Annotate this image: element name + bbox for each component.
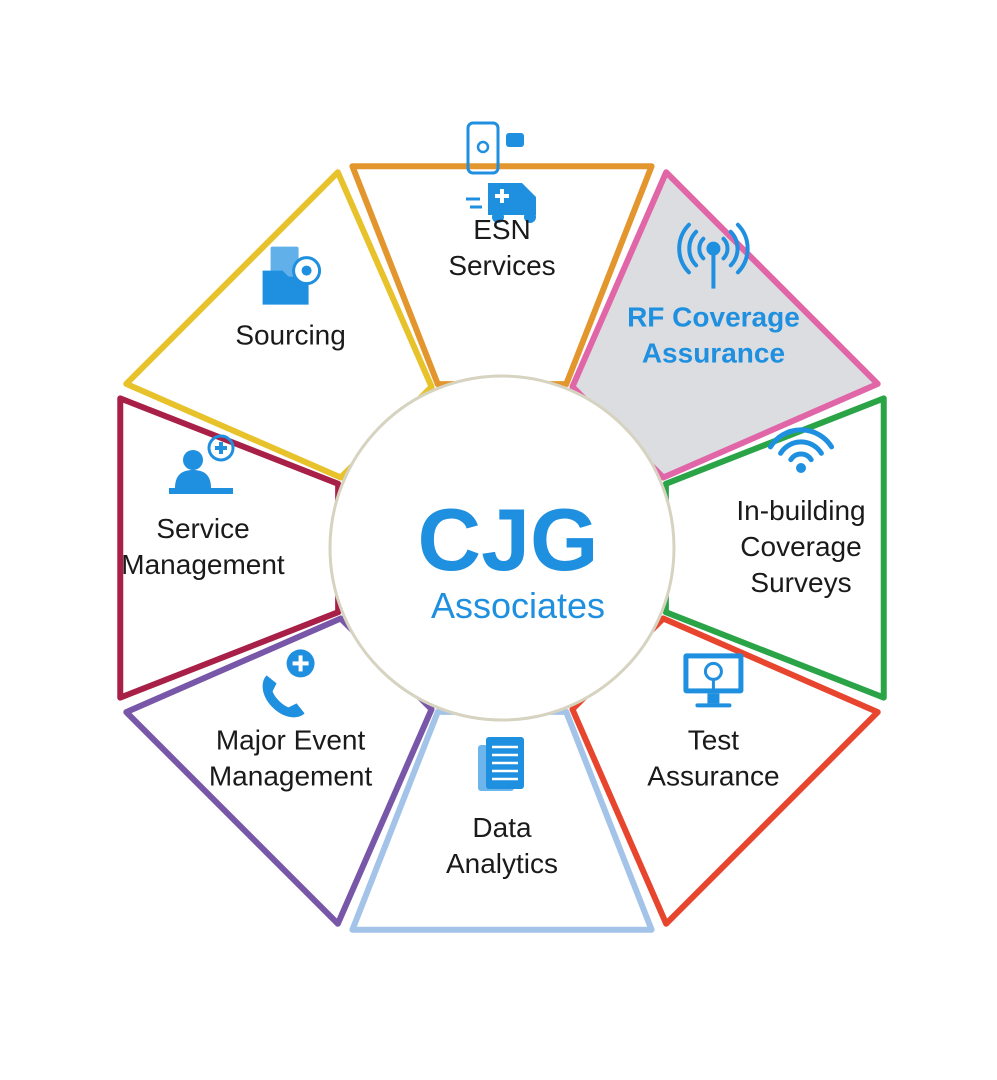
phone-plus-icon xyxy=(262,649,315,718)
icons-layer xyxy=(169,121,835,791)
segment-label-in-building-coverage-surveys-2: Surveys xyxy=(750,567,851,598)
segment-service-management[interactable] xyxy=(117,395,342,701)
segment-in-building-coverage-surveys[interactable] xyxy=(662,395,887,701)
logo-sub-text: Associates xyxy=(431,585,605,626)
segment-label-service-management-1: Management xyxy=(121,549,285,580)
support-agent-icon xyxy=(169,434,235,494)
segment-label-service-management-0: Service xyxy=(156,513,249,544)
segment-label-rf-coverage-assurance-0: RF Coverage xyxy=(627,302,800,333)
hub-circle xyxy=(328,374,676,722)
phone-ambulance-icon xyxy=(466,121,536,223)
segment-label-esn-services-1: Services xyxy=(448,250,555,281)
folder-gear-icon xyxy=(262,246,322,305)
segment-label-major-event-management-1: Management xyxy=(209,760,373,791)
segment-label-esn-services-0: ESN xyxy=(473,214,531,245)
segment-label-major-event-management-0: Major Event xyxy=(216,724,366,755)
segment-data-analytics[interactable] xyxy=(349,708,655,933)
center-hub: CJG Associates xyxy=(328,374,676,722)
documents-icon xyxy=(478,737,524,791)
segment-label-test-assurance-1: Assurance xyxy=(647,760,779,791)
segment-label-test-assurance-0: Test xyxy=(688,724,740,755)
wifi-icon xyxy=(767,427,835,473)
segment-major-event-management[interactable] xyxy=(123,615,435,927)
segment-label-data-analytics-1: Analytics xyxy=(446,848,558,879)
monitor-search-icon xyxy=(683,653,744,708)
segment-label-in-building-coverage-surveys-0: In-building xyxy=(736,495,865,526)
segment-rf-coverage-assurance[interactable] xyxy=(569,169,881,481)
segment-label-rf-coverage-assurance-1: Assurance xyxy=(642,338,785,369)
segments-layer xyxy=(117,163,887,933)
segment-label-data-analytics-0: Data xyxy=(472,812,532,843)
segment-label-in-building-coverage-surveys-1: Coverage xyxy=(740,531,861,562)
logo-main-text: CJG xyxy=(418,490,599,589)
segment-sourcing[interactable] xyxy=(123,169,435,481)
segment-esn-services[interactable] xyxy=(349,163,655,388)
segment-test-assurance[interactable] xyxy=(569,615,881,927)
segment-label-sourcing-0: Sourcing xyxy=(235,320,346,351)
